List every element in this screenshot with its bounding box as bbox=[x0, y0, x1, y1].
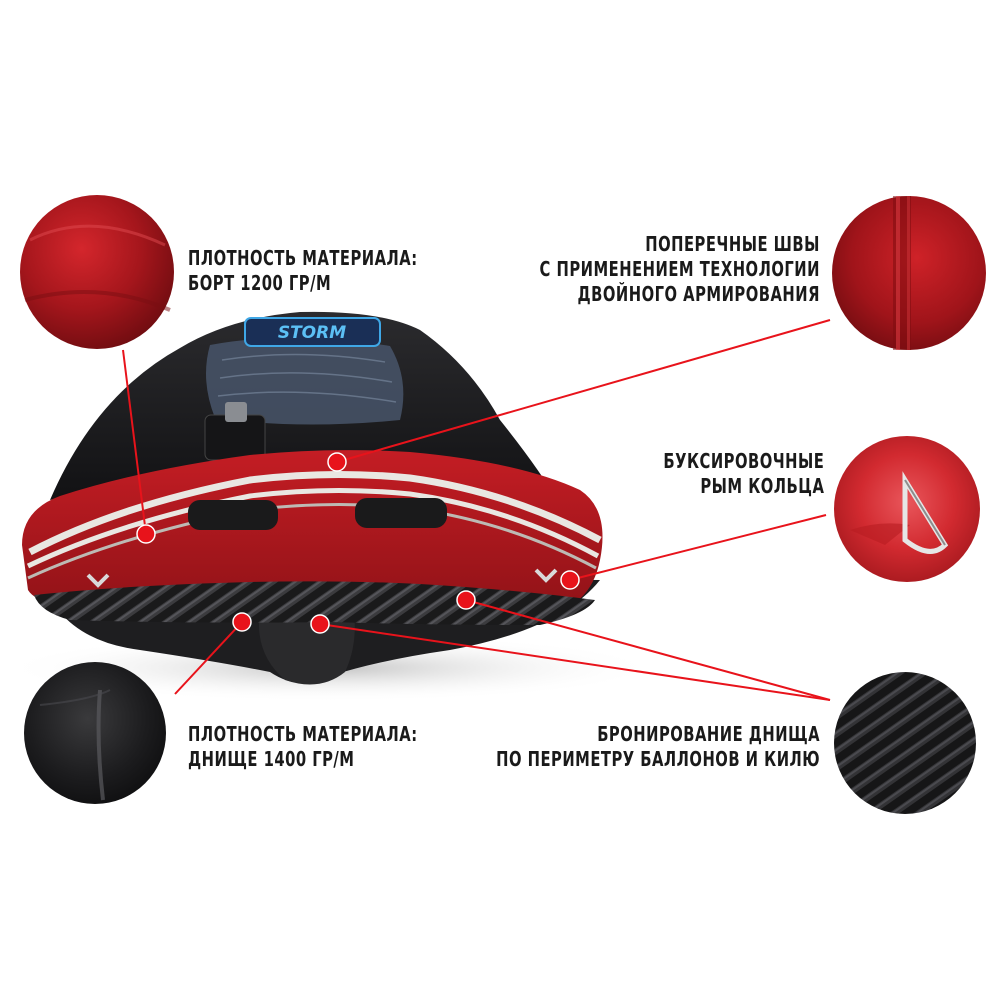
label-side-material: ПЛОТНОСТЬ МАТЕРИАЛА: БОРТ 1200 ГР/М bbox=[188, 246, 418, 295]
label-tow-rings: БУКСИРОВОЧНЫЕ РЫМ КОЛЬЦА bbox=[662, 449, 824, 498]
marker-dot bbox=[560, 570, 580, 590]
boat-logo-text: STORM bbox=[278, 323, 346, 343]
label-bottom-armor: БРОНИРОВАНИЕ ДНИЩА ПО ПЕРИМЕТРУ БАЛЛОНОВ… bbox=[496, 722, 820, 771]
zoom-bottom-armor bbox=[834, 672, 976, 814]
hull-handle bbox=[188, 500, 278, 530]
tow-ring bbox=[534, 568, 558, 583]
pointer-lines bbox=[122, 319, 831, 701]
cover-window bbox=[206, 337, 404, 425]
boat-hull bbox=[22, 450, 603, 615]
hull-stripe bbox=[28, 470, 602, 556]
hull-handle bbox=[355, 498, 447, 528]
marker-dot bbox=[310, 614, 330, 634]
tow-ring bbox=[86, 573, 110, 588]
marker-dots bbox=[136, 452, 580, 634]
marker-dot bbox=[232, 612, 252, 632]
zoom-seams bbox=[832, 196, 986, 350]
boat-logo: STORM bbox=[244, 317, 381, 347]
zoom-bottom-material bbox=[24, 662, 166, 804]
armor-band bbox=[34, 581, 595, 625]
zoom-tow-ring bbox=[834, 436, 980, 582]
zoom-side-material bbox=[20, 195, 174, 349]
marker-dot bbox=[456, 590, 476, 610]
label-seams: ПОПЕРЕЧНЫЕ ШВЫ С ПРИМЕНЕНИЕМ ТЕХНОЛОГИИ … bbox=[539, 232, 820, 306]
marker-dot bbox=[327, 452, 347, 472]
label-bottom-material: ПЛОТНОСТЬ МАТЕРИАЛА: ДНИЩЕ 1400 ГР/М bbox=[188, 722, 418, 771]
marker-dot bbox=[136, 524, 156, 544]
